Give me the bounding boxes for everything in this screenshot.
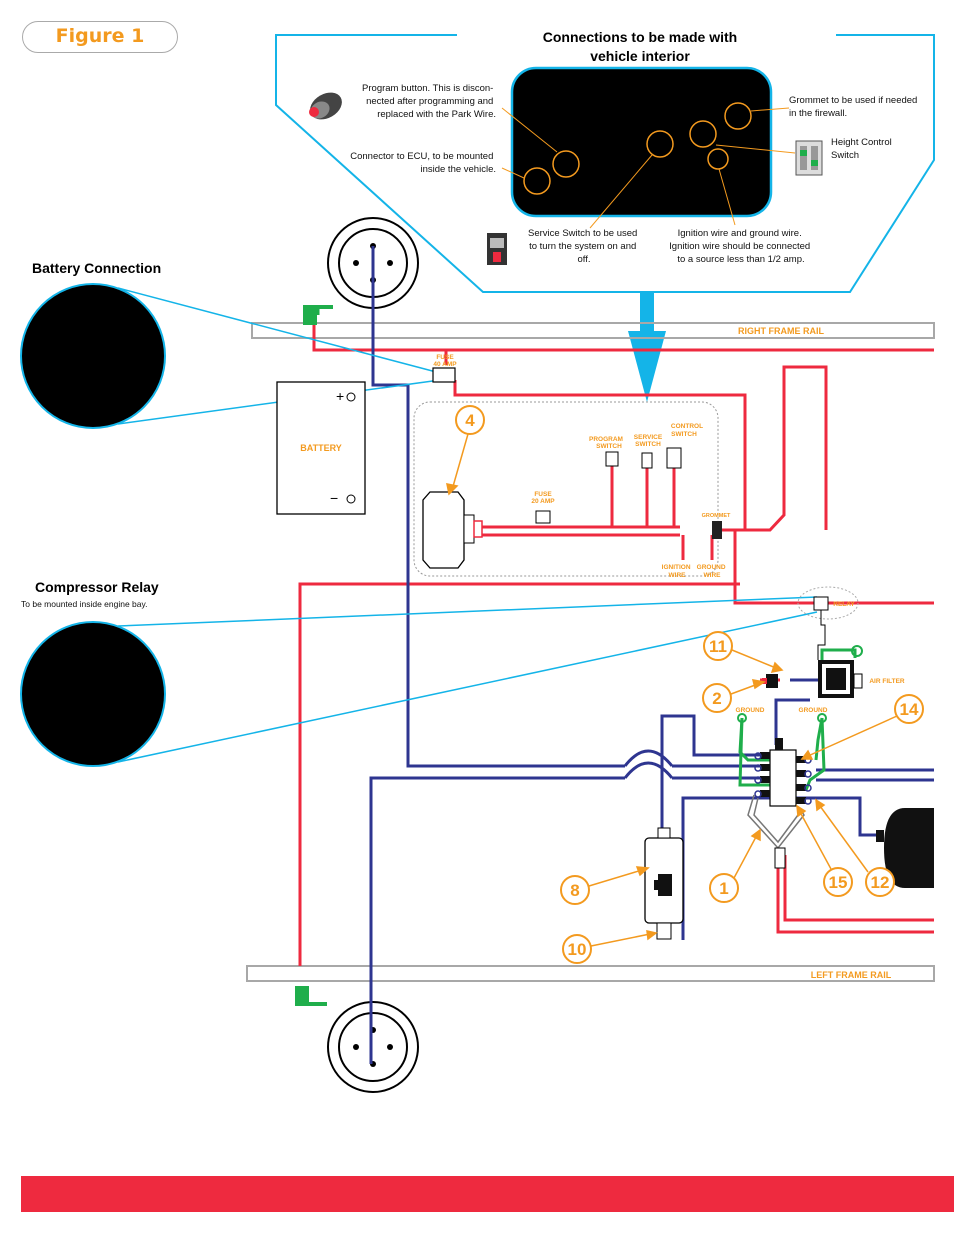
callout-1: 1	[719, 879, 728, 898]
interior-connections-box: Connections to be made with vehicle inte…	[275, 29, 935, 402]
callout-12: 12	[871, 873, 890, 892]
ground-right-label: GROUND	[799, 707, 828, 714]
svg-text:BATTERY: BATTERY	[300, 443, 342, 453]
interior-title-line1: Connections to be made with	[543, 29, 737, 45]
program-button-icon	[309, 92, 342, 120]
ignition-wire-hole	[707, 148, 729, 170]
red-wires	[298, 323, 934, 966]
grommet: GROMMET	[702, 513, 731, 539]
svg-text:RELAY: RELAY	[833, 601, 855, 608]
ground-left-label: GROUND	[736, 707, 765, 714]
ignition-wire-desc: Ignition wire and ground wire. Ignition …	[669, 228, 813, 265]
interior-arrow	[628, 293, 666, 402]
callout-8: 8	[570, 881, 579, 900]
air-tank	[876, 808, 934, 888]
ignition-wire-label: IGNITION WIRE	[662, 564, 693, 579]
callout-circles	[455, 405, 924, 964]
svg-text:SERVICE: SERVICE	[634, 434, 663, 441]
fuse-40-amp: FUSE 40 AMP	[432, 354, 457, 383]
compressor-relay-section: Compressor Relay To be mounted inside en…	[20, 579, 818, 767]
svg-text:20 AMP: 20 AMP	[531, 498, 555, 505]
interior-title-line2: vehicle interior	[590, 48, 690, 64]
battery: BATTERY + −	[276, 381, 366, 515]
program-button-hole	[552, 150, 580, 178]
compressor-relay-subtitle: To be mounted inside engine bay.	[21, 599, 148, 609]
svg-text:LEFT FRAME RAIL: LEFT FRAME RAIL	[811, 970, 892, 980]
bottom-wheel	[327, 1001, 419, 1093]
service-switch-desc: Service Switch to be used to turn the sy…	[528, 228, 640, 265]
program-switch: PROGRAM SWITCH	[589, 436, 623, 467]
svg-text:SWITCH: SWITCH	[635, 441, 661, 448]
height-control-switch-icon	[795, 140, 823, 176]
height-control-desc: Height Control Switch	[831, 137, 894, 161]
svg-text:FUSE: FUSE	[436, 354, 454, 361]
ecu-connector-hole	[523, 167, 551, 195]
air-filter-label: AIR FILTER	[869, 678, 905, 685]
service-switch-hole	[646, 130, 674, 158]
callout-11: 11	[709, 637, 727, 656]
svg-text:PROGRAM: PROGRAM	[589, 436, 623, 443]
battery-minus: −	[330, 490, 338, 506]
footer-bar	[21, 1176, 954, 1212]
program-button-desc: Program button. This is discon- nected a…	[362, 83, 496, 120]
left-frame-rail: LEFT FRAME RAIL	[246, 965, 935, 982]
height-sensor	[644, 827, 684, 940]
control-switch: CONTROL SWITCH	[666, 423, 703, 469]
callout-2: 2	[712, 689, 721, 708]
callout-14: 14	[900, 700, 919, 719]
callout-15: 15	[829, 873, 848, 892]
valve-block	[747, 738, 812, 869]
relay: RELAY	[797, 586, 859, 660]
relay-detail-circle	[20, 621, 166, 767]
compressor: AIR FILTER	[762, 660, 905, 698]
height-switch-hole	[689, 120, 717, 148]
right-frame-rail: RIGHT FRAME RAIL	[251, 322, 935, 339]
ground-connectors	[295, 305, 863, 1006]
svg-text:FUSE: FUSE	[534, 491, 552, 498]
ground-wire-label: GROUND WIRE	[697, 564, 728, 579]
grommet-desc: Grommet to be used if needed in the fire…	[789, 95, 920, 119]
ecu-module	[422, 491, 465, 569]
svg-text:40 AMP: 40 AMP	[433, 361, 457, 368]
grommet-hole	[724, 102, 752, 130]
callout-4: 4	[465, 411, 475, 430]
svg-text:SWITCH: SWITCH	[671, 431, 697, 438]
callout-10: 10	[568, 940, 587, 959]
battery-plus: +	[336, 388, 344, 404]
ecu-area: FUSE 20 AMP PROGRAM SWITCH SERVICE SWITC…	[413, 401, 731, 579]
figure-label: Figure 1	[22, 21, 178, 53]
service-switch: SERVICE SWITCH	[634, 434, 663, 469]
battery-detail-circle	[20, 283, 166, 429]
callout-numbers: 4 11 2 14 8 1 15 12 10	[465, 411, 919, 959]
svg-text:RIGHT FRAME RAIL: RIGHT FRAME RAIL	[738, 326, 824, 336]
blue-wires	[369, 246, 934, 1064]
battery-connection-title: Battery Connection	[32, 260, 161, 276]
svg-text:CONTROL: CONTROL	[671, 423, 703, 430]
callout-leaders	[446, 433, 898, 947]
fuse-20-amp: FUSE 20 AMP	[531, 491, 555, 524]
green-wires	[316, 305, 857, 791]
connector-ecu-desc: Connector to ECU, to be mounted inside t…	[350, 151, 496, 175]
service-switch-icon	[487, 233, 507, 265]
vehicle-interior-panel	[510, 66, 773, 218]
svg-text:GROMMET: GROMMET	[702, 513, 731, 519]
svg-text:SWITCH: SWITCH	[596, 443, 622, 450]
compressor-relay-title: Compressor Relay	[35, 579, 159, 595]
